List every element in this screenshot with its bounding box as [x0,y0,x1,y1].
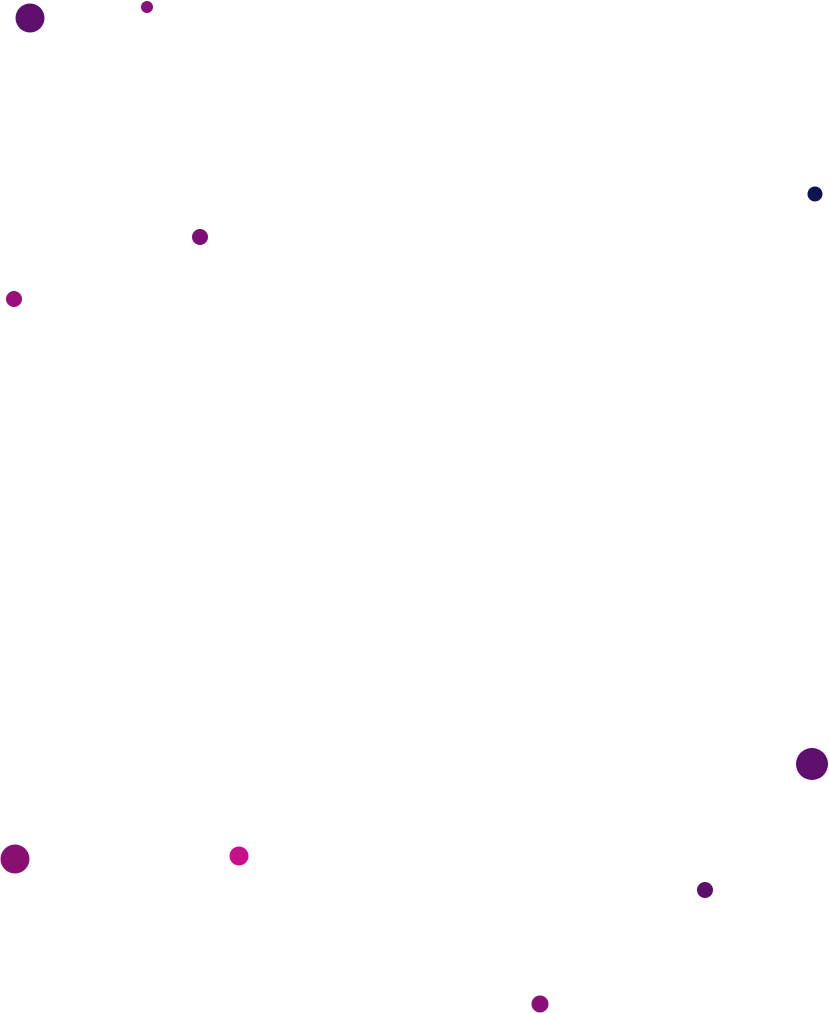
decorative-dot [229,846,249,866]
decorative-dot [697,882,713,898]
decorative-dot [531,995,549,1013]
decorative-dot [796,748,828,780]
decorative-dot [807,186,823,202]
decorative-dot [6,291,22,307]
decorative-dot [0,844,30,874]
decorative-dot [141,1,153,13]
decorative-dot [15,3,45,33]
decorative-dot [192,229,208,245]
